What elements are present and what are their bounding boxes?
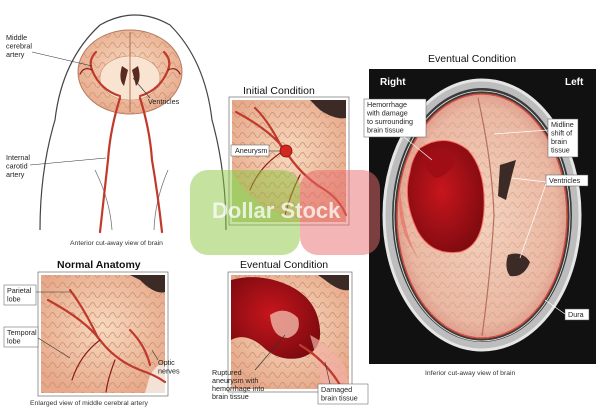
- ct-hemorrhage: [406, 140, 485, 254]
- eventual-condition-mid-title: Eventual Condition: [240, 259, 328, 271]
- internal-carotid-label: Internal carotid artery: [6, 153, 32, 179]
- aneurysm-bulge: [279, 144, 293, 158]
- ventricles-ct-label: Ventricles: [549, 176, 581, 185]
- initial-condition-title: Initial Condition: [243, 85, 315, 97]
- right-side-label: Right: [380, 77, 406, 88]
- anterior-head-panel: Middle cerebral artery Ventricles Intern…: [6, 14, 227, 247]
- ventricles-shape: [120, 66, 140, 86]
- enlarged-caption: Enlarged view of middle cerebral artery: [30, 400, 148, 407]
- hemorrhage-label: Hemorrhage with damage to surrounding br…: [366, 100, 415, 135]
- ct-dura: [393, 90, 571, 342]
- ct-ventricles: [498, 160, 530, 277]
- anterior-caption: Anterior cut-away view of brain: [70, 240, 163, 247]
- watermark: Dollar Stock: [190, 170, 380, 255]
- ruptured-aneurysm-label: Ruptured aneurysm with hemorrhage into b…: [212, 368, 266, 401]
- eventual-condition-ct-title: Eventual Condition: [428, 53, 516, 65]
- dura-label: Dura: [568, 310, 584, 319]
- internal-carotid-right: [138, 96, 164, 234]
- parietal-lobe-label: Parietal lobe: [7, 286, 33, 304]
- internal-carotid-left: [98, 96, 122, 234]
- left-side-label: Left: [565, 77, 584, 88]
- optic-nerves-label: Optic nerves: [158, 358, 180, 376]
- middle-cerebral-artery-label: Middle cerebral artery: [6, 33, 34, 59]
- midline-shift-label: Midline shift of brain tissue: [551, 120, 576, 155]
- normal-anatomy-panel: Normal Anatomy Parietal lobe Temporal lo…: [3, 259, 180, 407]
- watermark-text: Dollar Stock: [212, 198, 341, 223]
- ct-midline: [477, 97, 495, 337]
- damaged-tissue-label: Damaged brain tissue: [321, 385, 358, 403]
- inferior-caption: Inferior cut-away view of brain: [425, 370, 516, 377]
- normal-anatomy-title: Normal Anatomy: [57, 259, 141, 271]
- anterior-brain: [77, 29, 183, 115]
- ct-eventual-panel: Eventual Condition Right Left Hemorrhage…: [363, 53, 596, 377]
- temporal-lobe-label: Temporal lobe: [7, 328, 39, 346]
- aneurysm-label: Aneurysm: [235, 146, 267, 155]
- eventual-condition-mid-panel: Eventual Condition Ruptured aneurysm wit…: [212, 259, 369, 405]
- ventricles-top-label: Ventricles: [148, 97, 180, 106]
